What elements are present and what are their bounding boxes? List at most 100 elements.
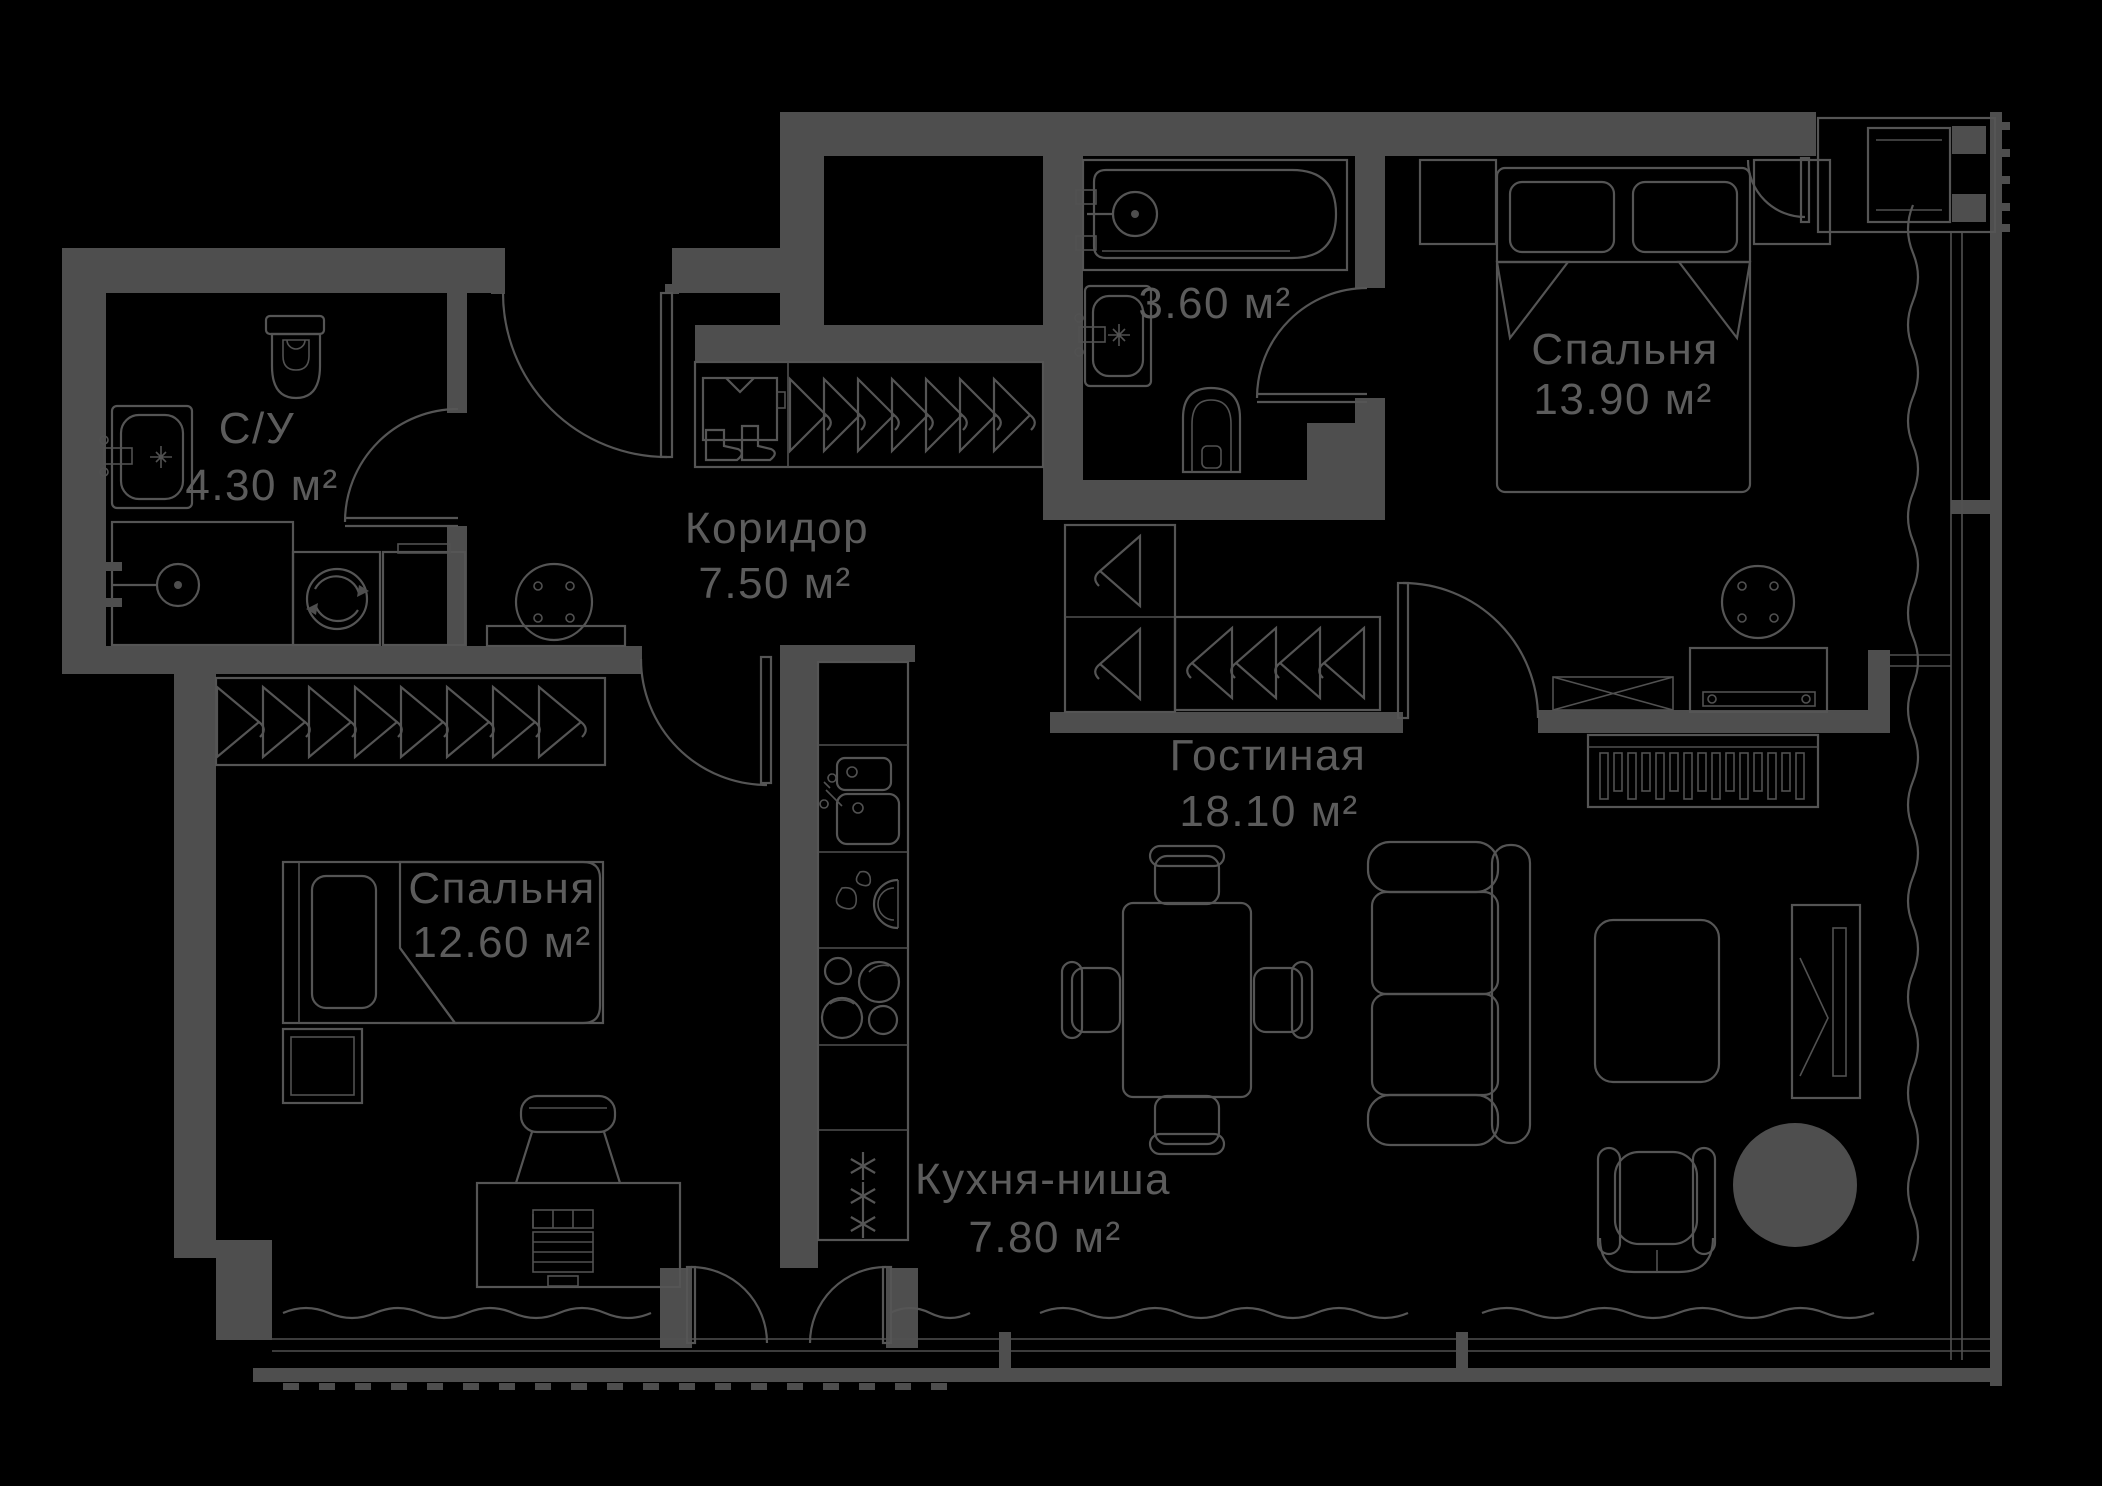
sill-tick xyxy=(607,1383,623,1390)
stool-dot xyxy=(1769,613,1779,623)
desk-chair xyxy=(514,1094,622,1184)
stool-dot xyxy=(1769,581,1779,591)
hangers xyxy=(1186,625,1366,701)
living-room xyxy=(1060,733,1862,1274)
wall-wardrobe-bottom xyxy=(1050,712,1403,733)
label-bedroom2-name: Спальня xyxy=(408,864,595,913)
stool-dot xyxy=(565,581,575,591)
curtain-wave xyxy=(1906,204,1920,1262)
entry-door xyxy=(501,291,674,459)
sill-tick xyxy=(319,1383,335,1390)
hanger-icon xyxy=(261,684,311,760)
window-bottom-glazing xyxy=(272,1338,1990,1352)
bathtub-icon xyxy=(1075,158,1349,272)
window-right-glazing xyxy=(1950,232,1963,1360)
bedroom1-room xyxy=(1418,158,1832,714)
doors xyxy=(343,156,1811,1345)
hanger-icon xyxy=(353,684,403,760)
label-bathroom-area: 3.60 м² xyxy=(1138,279,1291,328)
snowflake-icon xyxy=(850,1188,876,1204)
label-bedroom2-area: 12.60 м² xyxy=(412,918,591,967)
kitchen-prep-icons xyxy=(835,870,899,930)
washing-machine-icon xyxy=(291,550,382,647)
jamb-entry-left xyxy=(491,284,505,294)
shirt-icon xyxy=(701,376,786,442)
sill-tick xyxy=(859,1383,875,1390)
hanger-icon xyxy=(307,684,357,760)
hob-icon xyxy=(820,956,901,1040)
shower-icon xyxy=(106,520,295,647)
tv-panel xyxy=(1552,676,1674,711)
bathroom-room xyxy=(1074,158,1349,474)
window-sill-ticks xyxy=(283,1383,947,1390)
sill-tick xyxy=(643,1383,659,1390)
label-corridor-name: Коридор xyxy=(685,504,869,553)
nightstand-left xyxy=(1418,158,1498,246)
wall-bedroom2-left xyxy=(174,646,216,1258)
label-corridor-area: 7.50 м² xyxy=(698,559,851,608)
wall-kitchen-top xyxy=(780,645,915,662)
sill-tick xyxy=(751,1383,767,1390)
balcony-door-right xyxy=(808,1265,893,1345)
bathroom-door xyxy=(1255,286,1368,404)
hatch-tick xyxy=(1996,176,2010,184)
hanger-icon xyxy=(1230,625,1278,701)
single-bed xyxy=(281,860,605,1025)
walls xyxy=(62,112,2002,1386)
armchair xyxy=(1596,1146,1717,1274)
curtain-wave xyxy=(282,1306,652,1320)
windows xyxy=(272,231,1990,1390)
hanger-icon xyxy=(1274,625,1322,701)
sill-tick xyxy=(463,1383,479,1390)
stool-dot xyxy=(1737,613,1747,623)
tv-console xyxy=(1586,733,1820,809)
label-wc-area: 4.30 м² xyxy=(185,461,338,510)
bedroom1-door xyxy=(1396,581,1540,720)
sill-tick xyxy=(715,1383,731,1390)
desk-laptop xyxy=(475,1181,682,1289)
console-slat xyxy=(1725,752,1735,792)
hanger-icon xyxy=(491,684,541,760)
hangers-row xyxy=(788,376,1036,454)
console-slat xyxy=(1697,752,1707,792)
hanger-icon xyxy=(958,376,1002,454)
stool-icon xyxy=(1720,564,1796,640)
balcony-door-left xyxy=(685,1265,769,1345)
kitchen-room xyxy=(816,660,910,1242)
console-slat xyxy=(1641,752,1651,792)
wall-bath-bottom xyxy=(1043,480,1385,520)
wall-left xyxy=(62,248,106,674)
sill-tick xyxy=(535,1383,551,1390)
wall-kitchen-left xyxy=(780,645,818,1268)
wall-top-left xyxy=(62,248,505,293)
wall-closet-bulkhead xyxy=(695,325,1043,362)
dining-table xyxy=(1060,844,1314,1156)
double-bed xyxy=(1495,166,1752,494)
sill-tick xyxy=(283,1383,299,1390)
window-sill-tie xyxy=(1890,654,1951,667)
hanger-icon xyxy=(399,684,449,760)
wall-bedroom1-stub xyxy=(1868,650,1890,712)
toilet-icon xyxy=(264,314,326,400)
toilet-icon xyxy=(1181,386,1242,474)
console-slat xyxy=(1669,752,1679,792)
wall-bath-left xyxy=(1043,156,1083,480)
floor-mirror xyxy=(1790,903,1862,1100)
console-slat xyxy=(1599,752,1609,800)
hanger-icon xyxy=(992,376,1036,454)
curtains xyxy=(282,204,1920,1320)
console-slat xyxy=(1795,752,1805,800)
sill-tick xyxy=(499,1383,515,1390)
hanger-icon xyxy=(1094,626,1142,702)
hanger-icon xyxy=(890,376,934,454)
boots-icon xyxy=(704,424,776,462)
wall-right-outer xyxy=(1990,112,2002,1386)
wall-bath-corner xyxy=(1307,423,1363,480)
window-mullion-1 xyxy=(999,1332,1011,1380)
sill-tick xyxy=(823,1383,839,1390)
wall-bath-right-top xyxy=(1355,156,1385,288)
hanger-icon xyxy=(788,376,832,454)
wall-top-right xyxy=(780,112,1816,156)
corridor-console xyxy=(485,562,627,648)
